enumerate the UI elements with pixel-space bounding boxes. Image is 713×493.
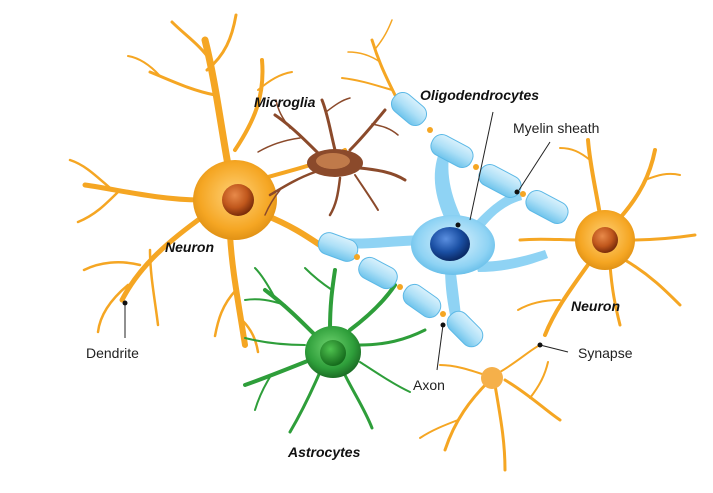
label-synapse: Synapse xyxy=(578,345,633,361)
label-myelin-sheath: Myelin sheath xyxy=(513,120,599,136)
microglia-cell xyxy=(257,97,407,217)
oligodendrocyte-body xyxy=(411,215,495,275)
label-dendrite: Dendrite xyxy=(86,345,139,361)
leader-lines xyxy=(122,111,569,371)
astrocyte-cell xyxy=(243,267,427,434)
label-neuron-right: Neuron xyxy=(571,298,620,314)
neuron-left-nucleus xyxy=(222,184,254,216)
astrocyte-body xyxy=(305,326,361,378)
myelin-segments xyxy=(317,91,569,348)
neuron-left-body xyxy=(193,160,277,240)
neuron-right-nucleus xyxy=(592,227,618,253)
axon-nodes xyxy=(354,127,526,317)
label-neuron-left: Neuron xyxy=(165,239,214,255)
neuron-right-body xyxy=(575,210,635,270)
label-axon: Axon xyxy=(413,377,445,393)
neuron-right-cell xyxy=(517,138,697,337)
neuron-bottom-cell xyxy=(419,344,562,472)
oligodendrocyte-nucleus xyxy=(430,227,470,261)
label-oligodendrocytes: Oligodendrocytes xyxy=(420,87,539,103)
astrocyte-nucleus xyxy=(320,340,346,366)
oligodendrocyte-processes xyxy=(340,150,548,325)
top-dendrite-tuft xyxy=(341,19,397,97)
neuron-bottom-body xyxy=(481,367,503,389)
label-microglia: Microglia xyxy=(254,94,316,110)
label-astrocytes: Astrocytes xyxy=(287,444,361,460)
microglia-body xyxy=(307,149,363,177)
